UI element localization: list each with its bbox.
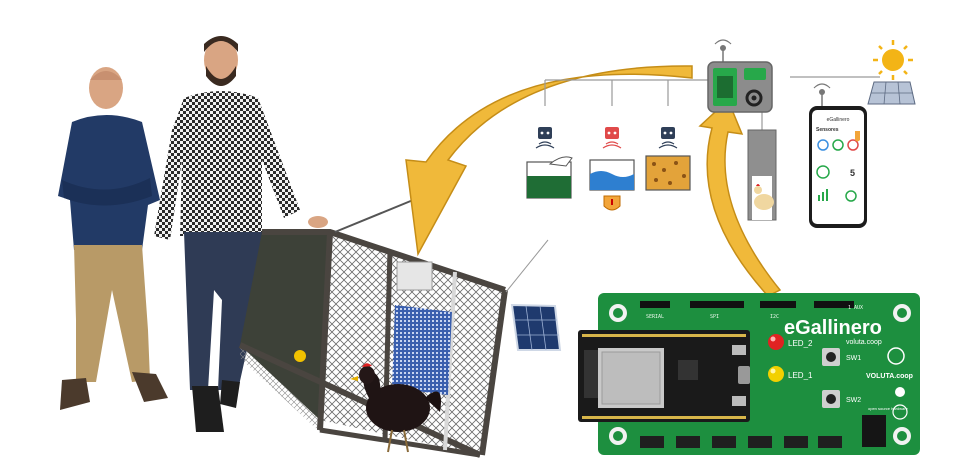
label-led1: LED_1 <box>788 371 813 380</box>
person-left <box>58 67 168 410</box>
egallinero-pcb: SERIAL SPI I2C 1 AUX LED_2 LED_1 SW1 SW2 <box>578 293 920 455</box>
sensor-water <box>589 127 635 211</box>
chicken-coop <box>238 197 508 458</box>
smartphone: eGallinero Sensores 5 <box>809 83 867 228</box>
label-i2c: I2C <box>770 314 779 320</box>
arrow-from-board <box>698 98 782 297</box>
person-right <box>154 36 328 432</box>
sensor-soil <box>526 127 573 199</box>
label-sw1: SW1 <box>846 355 861 362</box>
sun-solar-icon <box>867 40 916 105</box>
hen <box>350 363 441 453</box>
automatic-door <box>747 129 777 221</box>
label-serial: SERIAL <box>646 314 664 320</box>
arrow-to-coop <box>405 65 693 257</box>
controller-device <box>707 39 773 113</box>
pcb-site: voluta.coop <box>846 339 882 346</box>
phone-value: 5 <box>850 168 855 178</box>
label-led2: LED_2 <box>788 339 813 348</box>
phone-section-title: Sensores <box>816 127 839 133</box>
phone-app-title: eGallinero <box>827 117 850 123</box>
pcb-osh-text: open source hardware <box>868 406 909 411</box>
label-aux: 1 AUX <box>848 305 863 311</box>
pcb-brand-title: eGallinero <box>784 317 882 339</box>
label-spi: SPI <box>710 314 719 320</box>
sensor-feed <box>645 127 691 191</box>
solar-panel <box>505 239 562 351</box>
pcb-logo-text: VOLUTA.coop <box>866 373 913 380</box>
label-sw2: SW2 <box>846 397 861 404</box>
